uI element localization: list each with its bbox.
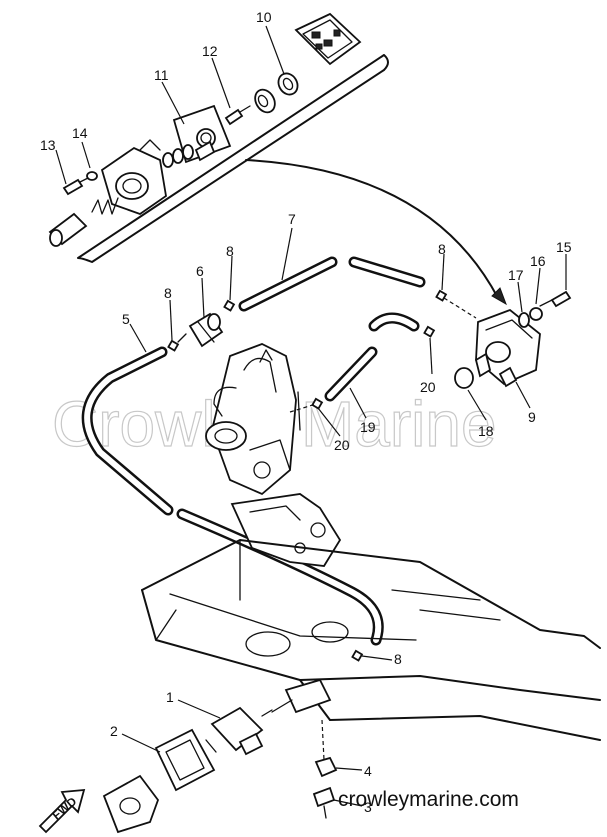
pump-spring-set bbox=[162, 144, 194, 168]
fuel-filter bbox=[177, 312, 224, 348]
diaphragm-part bbox=[277, 72, 299, 96]
callout-19: 19 bbox=[360, 419, 376, 435]
callout-leaders bbox=[55, 25, 567, 807]
exploded-view-outline bbox=[77, 54, 389, 263]
cowling-opening bbox=[284, 678, 332, 714]
callout-17: 17 bbox=[508, 267, 524, 283]
pump-housing bbox=[100, 139, 167, 216]
pump-cover-plate bbox=[294, 12, 362, 66]
screw-13 bbox=[62, 177, 89, 196]
bolt-dashed-line bbox=[321, 719, 325, 761]
washer-16 bbox=[529, 307, 543, 321]
forward-arrow-icon: FWD bbox=[38, 788, 86, 834]
callout-8-d: 8 bbox=[394, 651, 402, 667]
carburetor bbox=[205, 343, 301, 496]
pump-dashed-line bbox=[443, 297, 477, 319]
bolt-3 bbox=[312, 786, 336, 819]
callout-3: 3 bbox=[364, 799, 372, 815]
callout-13: 13 bbox=[40, 137, 56, 153]
callout-1: 1 bbox=[166, 689, 174, 705]
callout-10: 10 bbox=[256, 9, 272, 25]
callout-20-a: 20 bbox=[420, 379, 436, 395]
washer-17 bbox=[518, 312, 530, 328]
fuel-hose-lower bbox=[176, 508, 384, 646]
fuel-hose-19 bbox=[324, 312, 420, 402]
fuel-pump-assembly bbox=[474, 308, 541, 388]
valve-disc bbox=[254, 88, 276, 114]
screw-12 bbox=[224, 105, 251, 126]
callout-5: 5 bbox=[122, 311, 130, 327]
gasket bbox=[154, 728, 216, 792]
callout-4: 4 bbox=[364, 763, 372, 779]
callout-15: 15 bbox=[556, 239, 572, 255]
callout-14: 14 bbox=[72, 125, 88, 141]
callout-20-b: 20 bbox=[334, 437, 350, 453]
engine-mount bbox=[230, 493, 342, 567]
fuel-hose-5 bbox=[81, 346, 174, 516]
joint-lead-line bbox=[271, 699, 293, 713]
connector-cover bbox=[102, 774, 160, 834]
callout-8-b: 8 bbox=[164, 285, 172, 301]
callout-9: 9 bbox=[528, 409, 536, 425]
callout-8-c: 8 bbox=[438, 241, 446, 257]
callout-18: 18 bbox=[478, 423, 494, 439]
carb-dashed-line bbox=[289, 403, 317, 413]
callout-labels: 10 12 11 13 14 7 8 6 8 5 8 15 16 17 9 18… bbox=[40, 9, 572, 815]
bottom-cowling bbox=[141, 539, 601, 741]
plunger bbox=[48, 212, 88, 247]
hose-clamps bbox=[167, 289, 448, 662]
callout-2: 2 bbox=[110, 723, 118, 739]
callout-16: 16 bbox=[530, 253, 546, 269]
callout-7: 7 bbox=[288, 211, 296, 227]
callout-11: 11 bbox=[154, 67, 169, 83]
fuel-joint bbox=[205, 706, 273, 756]
exploded-view-arrow bbox=[245, 159, 499, 299]
screw-15 bbox=[539, 290, 572, 308]
exploded-view-arrowhead bbox=[491, 287, 507, 306]
plunger-spring bbox=[91, 197, 119, 215]
o-ring-18 bbox=[454, 367, 474, 389]
washer-14 bbox=[86, 171, 98, 181]
website-label: crowleymarine.com bbox=[338, 788, 519, 811]
nut-4 bbox=[314, 756, 338, 778]
callout-12: 12 bbox=[202, 43, 218, 59]
callout-6: 6 bbox=[196, 263, 204, 279]
fuel-hose-7 bbox=[238, 256, 426, 312]
callout-8-a: 8 bbox=[226, 243, 234, 259]
